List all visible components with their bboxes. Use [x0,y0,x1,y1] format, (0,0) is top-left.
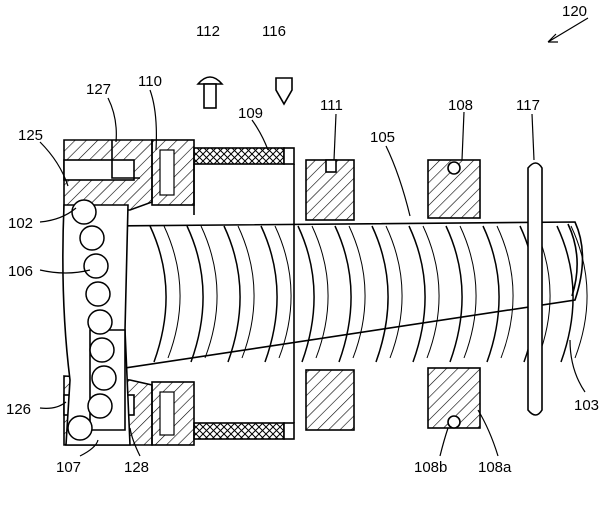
pin-117 [527,162,543,416]
thread-root [422,225,440,359]
thread-crest [482,225,500,363]
label-117: 117 [516,97,540,114]
screw-shaft [109,221,584,371]
reference-labels: 120 112 116 127 110 109 111 108 117 125 … [6,3,599,476]
ball [85,281,111,307]
tip-116 [275,77,293,106]
thread-root [200,225,218,359]
label-126: 126 [6,401,31,418]
ball [87,309,113,335]
ball [91,365,117,391]
label-128: 128 [124,459,149,476]
label-112: 112 [196,23,220,40]
label-127: 127 [86,81,111,98]
shaft-end-curve [567,223,578,297]
thread-crest [223,225,241,363]
leader-lines [39,17,589,457]
label-108a: 108a [478,459,512,476]
ball [71,199,97,225]
ball [79,225,105,251]
balls [67,199,117,441]
sleeve-109 [193,147,295,440]
label-110: 110 [138,73,162,90]
label-108: 108 [448,97,473,114]
thread-root [496,225,514,359]
thread-root [459,225,477,359]
thread-crest [371,225,389,363]
thread-root [570,225,588,359]
thread-root [385,225,403,359]
thread-crest [556,225,574,363]
label-108b: 108b [414,459,447,476]
bearing-111 [305,159,355,431]
ball [89,337,115,363]
label-109: 109 [238,105,263,122]
label-125: 125 [18,127,43,144]
label-102: 102 [8,215,33,232]
label-103: 103 [574,397,599,414]
label-111: 111 [320,97,343,114]
thread-root [163,225,181,359]
thread-crest [334,225,352,363]
thread-root [274,225,292,359]
thread-root [348,225,366,359]
ball [83,253,109,279]
label-107: 107 [56,459,81,476]
thread-crest [445,225,463,363]
ball [87,393,113,419]
screw-112 [196,76,224,109]
thread-crest [186,225,204,363]
label-106: 106 [8,263,33,280]
thread-crest [408,225,426,363]
ball [67,415,93,441]
label-105: 105 [370,129,395,146]
nut-upper-channel [63,159,135,181]
thread-root [311,225,329,359]
shaft-outline [109,221,584,371]
thread-crest [260,225,278,363]
label-120: 120 [562,3,587,20]
thread-root [237,225,255,359]
thread-crest [149,225,167,363]
bearing-108 [427,159,481,429]
label-116: 116 [262,23,286,40]
thread-crest [297,225,315,363]
